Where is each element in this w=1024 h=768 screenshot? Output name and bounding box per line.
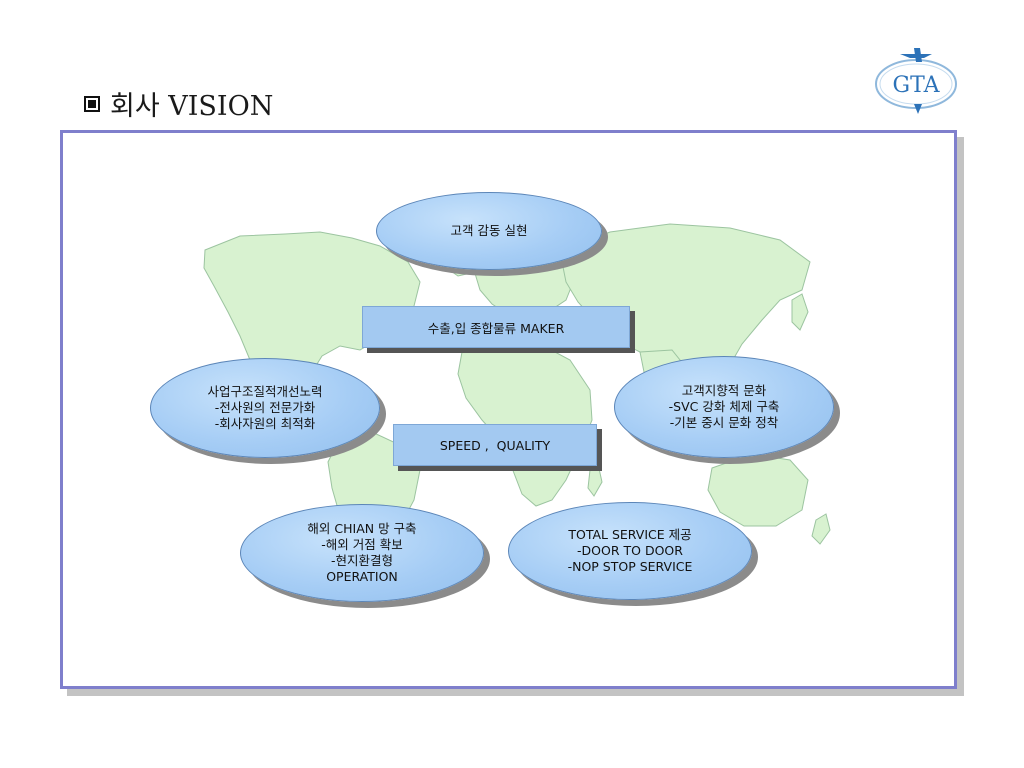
bottom-right-line: TOTAL SERVICE 제공 bbox=[568, 527, 692, 542]
left-pillar-line: -전사원의 전문가화 bbox=[214, 400, 316, 415]
right-pillar-line: -기본 중시 문화 정착 bbox=[669, 415, 779, 430]
logo-text: GTA bbox=[893, 73, 941, 98]
center-box-speed-quality: SPEED , QUALITY bbox=[393, 424, 597, 466]
bottom-left-line: OPERATION bbox=[326, 569, 398, 584]
left-pillar-ellipse: 사업구조질적개선노력 -전사원의 전문가화 -회사자원의 최적화 bbox=[150, 358, 380, 458]
center-box-maker: 수출,입 종합물류 MAKER bbox=[362, 306, 630, 348]
bottom-right-ellipse: TOTAL SERVICE 제공 -DOOR TO DOOR -NOP STOP… bbox=[508, 502, 752, 600]
bottom-right-line: -NOP STOP SERVICE bbox=[567, 559, 693, 574]
right-pillar-line: 고객지향적 문화 bbox=[681, 383, 767, 398]
bottom-left-ellipse: 해외 CHIAN 망 구축 -해외 거점 확보 -현지환결형 OPERATION bbox=[240, 504, 484, 602]
right-pillar-ellipse: 고객지향적 문화 -SVC 강화 체제 구축 -기본 중시 문화 정착 bbox=[614, 356, 834, 458]
bottom-left-line: -현지환결형 bbox=[330, 553, 393, 568]
top-goal-text: 고객 감동 실현 bbox=[450, 223, 528, 238]
right-pillar-line: -SVC 강화 체제 구축 bbox=[668, 399, 780, 414]
center-box-speed-quality-text: SPEED , QUALITY bbox=[439, 437, 551, 453]
left-pillar-line: -회사자원의 최적화 bbox=[214, 416, 316, 431]
bottom-left-line: 해외 CHIAN 망 구축 bbox=[307, 521, 417, 536]
bottom-right-line: -DOOR TO DOOR bbox=[577, 543, 683, 558]
square-bullet-icon bbox=[84, 95, 100, 112]
top-goal-ellipse: 고객 감동 실현 bbox=[376, 192, 602, 270]
center-box-maker-text: 수출,입 종합물류 MAKER bbox=[427, 320, 565, 336]
bottom-left-line: -해외 거점 확보 bbox=[321, 537, 403, 552]
slide-title: 회사 VISION bbox=[84, 84, 273, 123]
left-pillar-line: 사업구조질적개선노력 bbox=[207, 384, 323, 399]
gta-logo: GTA bbox=[875, 48, 957, 114]
slide-title-text: 회사 VISION bbox=[110, 91, 274, 122]
